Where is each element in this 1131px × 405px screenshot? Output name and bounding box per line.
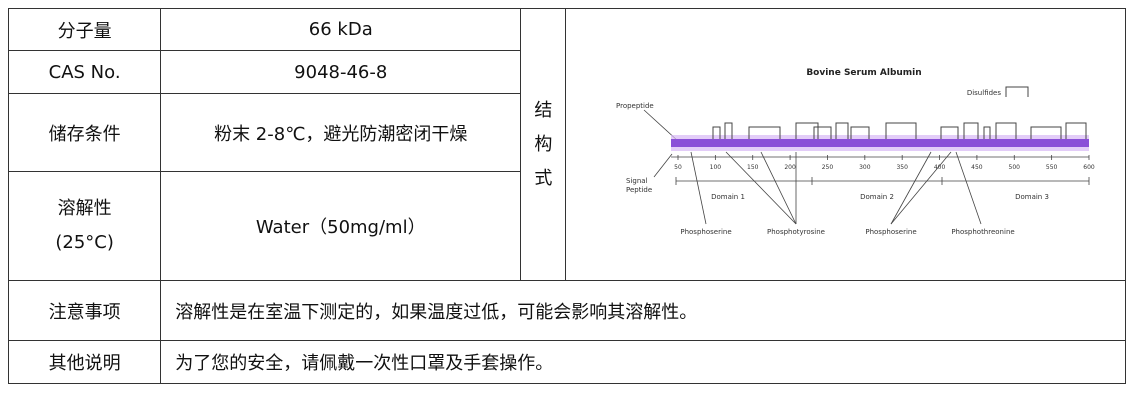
ruler-tick-label: 450: [971, 164, 983, 171]
bsa-structure-diagram: Bovine Serum Albumin Disulfides Propepti…: [616, 68, 1095, 236]
disulfide-bond: [748, 126, 781, 139]
disulfide-bond: [995, 122, 1017, 139]
disulfide-bond: [712, 126, 721, 139]
spec-table: 分子量 66 kDa 结 构 式 Bovine Serum Albumin Di…: [7, 8, 1126, 384]
row-solubility: 溶解性 (25°C) Water（50mg/ml）: [7, 171, 1126, 281]
note-label: 注意事项: [7, 280, 162, 341]
structure-diagram-cell: Bovine Serum Albumin Disulfides Propepti…: [565, 8, 1126, 281]
solubility-label-line-1: 溶解性: [57, 198, 112, 219]
disulfide-bond: [885, 122, 917, 139]
structure-char-1: 结: [534, 99, 553, 121]
ruler-tick-label: 100: [709, 164, 721, 171]
ruler-tick-label: 300: [859, 164, 871, 171]
phosphotyrosine-label: Phosphotyrosine: [767, 228, 825, 236]
ruler-tick-label: 550: [1046, 164, 1058, 171]
row-notes: 注意事项 溶解性是在室温下测定的，如果温度过低，可能会影响其溶解性。: [7, 280, 1126, 341]
ruler-tick-label: 250: [821, 164, 833, 171]
phosphoserine-label-1: Phosphoserine: [680, 228, 731, 236]
sequence-ruler: 50 100 150 200 250 300 350 400 450 500 550 600: [674, 155, 1095, 171]
disulfide-bond: [835, 122, 849, 139]
structure-char-2: 构: [534, 133, 553, 155]
other-value: 为了您的安全，请佩戴一次性口罩及手套操作。: [160, 340, 1126, 384]
disulfide-bond: [940, 126, 959, 139]
phosphorylation-pointers: [690, 151, 982, 225]
domain-3-label: Domain 3: [1015, 193, 1049, 201]
mw-value: 66 kDa: [160, 8, 522, 51]
phosphothreonine-label: Phosphothreonine: [951, 228, 1014, 236]
domain-1-label: Domain 1: [711, 193, 745, 201]
disulfide-bond: [983, 126, 991, 139]
propeptide-label: Propeptide: [616, 102, 654, 110]
row-molecular-weight: 分子量 66 kDa 结 构 式 Bovine Serum Albumin Di…: [7, 8, 1126, 281]
storage-label: 储存条件: [7, 93, 162, 172]
ruler-tick-label: 400: [934, 164, 946, 171]
ruler-tick-label: 200: [784, 164, 796, 171]
disulfide-bond: [963, 122, 979, 139]
structure-char-3: 式: [534, 167, 553, 189]
disulfides-label: Disulfides: [967, 89, 1002, 97]
disulfide-bond: [1030, 126, 1062, 139]
sequence-band: [670, 139, 1089, 147]
signal-label-2: Peptide: [626, 186, 652, 194]
storage-value: 粉末 2-8℃，避光防潮密闭干燥: [160, 93, 522, 172]
row-other: 其他说明 为了您的安全，请佩戴一次性口罩及手套操作。: [7, 340, 1126, 384]
disulfide-bond: [1065, 122, 1087, 139]
signal-label-1: Signal: [626, 177, 648, 185]
ruler-tick-label: 600: [1083, 164, 1095, 171]
structure-label: 结 构 式: [520, 8, 567, 281]
cas-value: 9048-46-8: [160, 50, 522, 94]
ruler-tick-label: 50: [674, 164, 682, 171]
solubility-value: Water（50mg/ml）: [160, 171, 522, 281]
ruler-tick-label: 350: [896, 164, 908, 171]
disulfide-bond: [813, 126, 832, 139]
disulfide-bond: [724, 122, 733, 139]
disulfide-bonds: [712, 122, 1087, 139]
ruler-tick-label: 500: [1008, 164, 1020, 171]
disulfide-legend-bracket: [1005, 86, 1029, 97]
row-storage: 储存条件 粉末 2-8℃，避光防潮密闭干燥: [7, 93, 1126, 172]
disulfide-bond: [850, 126, 870, 139]
mw-label: 分子量: [7, 8, 162, 51]
row-cas-number: CAS No. 9048-46-8: [7, 50, 1126, 94]
solubility-label: 溶解性 (25°C): [7, 171, 162, 281]
domain-brackets: [675, 177, 1090, 185]
ruler-tick-label: 150: [747, 164, 759, 171]
cas-label: CAS No.: [7, 50, 162, 94]
domain-2-label: Domain 2: [860, 193, 894, 201]
diagram-title: Bovine Serum Albumin: [806, 68, 921, 78]
disulfide-bond: [795, 122, 819, 139]
note-value: 溶解性是在室温下测定的，如果温度过低，可能会影响其溶解性。: [160, 280, 1126, 341]
phosphoserine-label-2: Phosphoserine: [865, 228, 916, 236]
signal-pointer: [653, 153, 673, 178]
other-label: 其他说明: [7, 340, 162, 384]
solubility-label-line-2: (25°C): [55, 232, 114, 253]
